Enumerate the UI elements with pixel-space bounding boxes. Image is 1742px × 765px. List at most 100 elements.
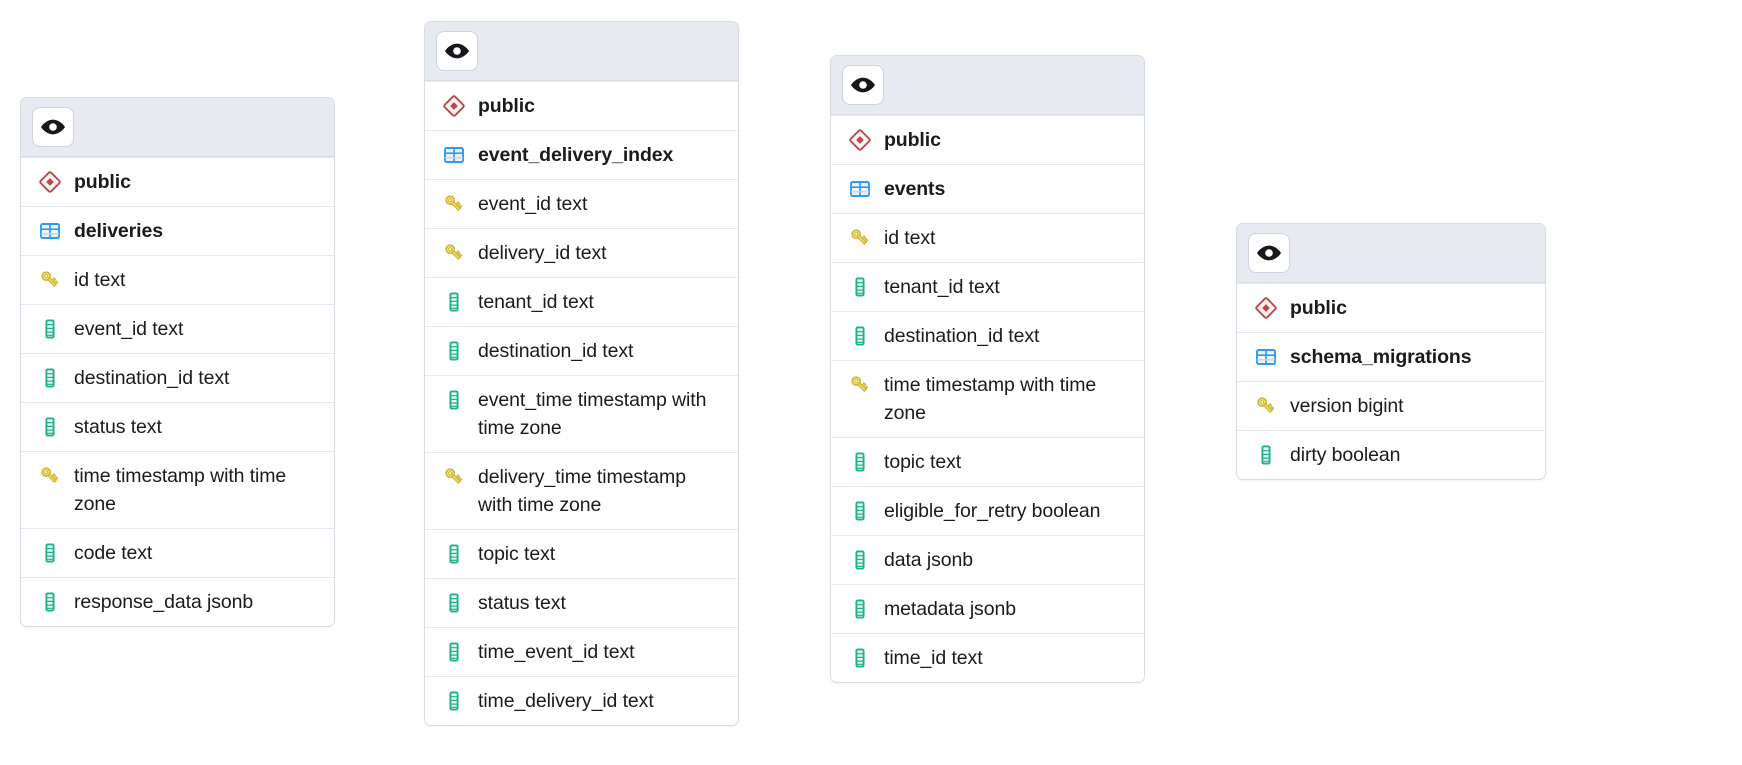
schema-row[interactable]: public — [1237, 283, 1545, 332]
column-row[interactable]: version bigint — [1237, 381, 1545, 430]
primary-key-icon — [847, 225, 873, 251]
column-row[interactable]: eligible_for_retry boolean — [831, 486, 1144, 535]
eye-icon — [850, 72, 876, 98]
visibility-toggle-button[interactable] — [32, 107, 74, 147]
column-row-label: destination_id text — [478, 340, 634, 362]
column-row[interactable]: tenant_id text — [425, 277, 738, 326]
column-row-label: topic text — [884, 451, 962, 473]
column-row-label: time_id text — [884, 647, 983, 669]
column-icon — [441, 688, 467, 714]
primary-key-icon — [37, 463, 63, 489]
table-node-event_delivery_index[interactable]: public event_delivery_index event_id text d… — [424, 21, 739, 726]
schema-diamond-icon — [441, 93, 467, 119]
column-icon — [441, 289, 467, 315]
column-icon — [37, 589, 63, 615]
schema-diamond-icon — [847, 127, 873, 153]
primary-key-icon — [441, 464, 467, 490]
column-row[interactable]: response_data jsonb — [21, 577, 334, 626]
column-row-label: dirty boolean — [1290, 444, 1401, 466]
column-row-label: id text — [74, 269, 126, 291]
primary-key-icon — [37, 267, 63, 293]
table-node-header — [425, 22, 738, 81]
table-name-row[interactable]: deliveries — [21, 206, 334, 255]
column-row[interactable]: metadata jsonb — [831, 584, 1144, 633]
column-row[interactable]: data jsonb — [831, 535, 1144, 584]
column-row-label: tenant_id text — [884, 276, 1000, 298]
visibility-toggle-button[interactable] — [436, 31, 478, 71]
column-icon — [847, 323, 873, 349]
table-grid-icon — [1253, 344, 1279, 370]
column-row[interactable]: id text — [21, 255, 334, 304]
column-icon — [441, 590, 467, 616]
table-name-row-label: deliveries — [74, 220, 163, 242]
column-icon — [847, 596, 873, 622]
column-row[interactable]: event_id text — [425, 179, 738, 228]
table-node-header — [21, 98, 334, 157]
column-row[interactable]: time_id text — [831, 633, 1144, 682]
column-icon — [847, 498, 873, 524]
column-row[interactable]: time_event_id text — [425, 627, 738, 676]
column-row-label: destination_id text — [884, 325, 1040, 347]
column-row-label: data jsonb — [884, 549, 973, 571]
schema-row-label: public — [884, 129, 941, 151]
eye-icon — [40, 114, 66, 140]
column-icon — [37, 414, 63, 440]
column-row[interactable]: topic text — [831, 437, 1144, 486]
column-row[interactable]: dirty boolean — [1237, 430, 1545, 479]
column-row[interactable]: time_delivery_id text — [425, 676, 738, 725]
column-row-label: version bigint — [1290, 395, 1404, 417]
column-row[interactable]: event_id text — [21, 304, 334, 353]
visibility-toggle-button[interactable] — [842, 65, 884, 105]
schema-row[interactable]: public — [21, 157, 334, 206]
column-row[interactable]: code text — [21, 528, 334, 577]
column-row-label: time_event_id text — [478, 641, 635, 663]
schema-row[interactable]: public — [425, 81, 738, 130]
table-node-header — [831, 56, 1144, 115]
table-node-header — [1237, 224, 1545, 283]
column-row-label: event_id text — [478, 193, 588, 215]
primary-key-icon — [847, 372, 873, 398]
column-row[interactable]: status text — [425, 578, 738, 627]
table-name-row-label: event_delivery_index — [478, 144, 674, 166]
column-icon — [847, 449, 873, 475]
column-row[interactable]: delivery_id text — [425, 228, 738, 277]
column-row[interactable]: status text — [21, 402, 334, 451]
column-icon — [847, 645, 873, 671]
table-node-events[interactable]: public events id text tenant_id text destina… — [830, 55, 1145, 683]
column-row[interactable]: id text — [831, 213, 1144, 262]
column-row-label: eligible_for_retry boolean — [884, 500, 1101, 522]
column-icon — [1253, 442, 1279, 468]
column-row[interactable]: time timestamp with time zone — [21, 451, 334, 528]
primary-key-icon — [441, 191, 467, 217]
schema-row-label: public — [1290, 297, 1347, 319]
table-name-row[interactable]: schema_migrations — [1237, 332, 1545, 381]
column-row[interactable]: destination_id text — [831, 311, 1144, 360]
column-icon — [441, 639, 467, 665]
schema-row[interactable]: public — [831, 115, 1144, 164]
column-row-label: time timestamp with time zone — [884, 374, 1097, 424]
column-row[interactable]: tenant_id text — [831, 262, 1144, 311]
column-row-label: event_time timestamp with time zone — [478, 389, 707, 439]
column-row[interactable]: delivery_time timestamp with time zone — [425, 452, 738, 529]
column-row[interactable]: topic text — [425, 529, 738, 578]
column-row-label: response_data jsonb — [74, 591, 254, 613]
visibility-toggle-button[interactable] — [1248, 233, 1290, 273]
table-name-row-label: events — [884, 178, 946, 200]
column-row[interactable]: destination_id text — [21, 353, 334, 402]
table-name-row[interactable]: events — [831, 164, 1144, 213]
column-row[interactable]: time timestamp with time zone — [831, 360, 1144, 437]
column-row-label: time timestamp with time zone — [74, 465, 287, 515]
column-row-label: delivery_time timestamp with time zone — [478, 466, 686, 516]
column-icon — [847, 547, 873, 573]
column-row-label: tenant_id text — [478, 291, 594, 313]
primary-key-icon — [441, 240, 467, 266]
table-name-row[interactable]: event_delivery_index — [425, 130, 738, 179]
column-row[interactable]: event_time timestamp with time zone — [425, 375, 738, 452]
column-row[interactable]: destination_id text — [425, 326, 738, 375]
column-row-label: metadata jsonb — [884, 598, 1016, 620]
table-grid-icon — [37, 218, 63, 244]
schema-diamond-icon — [37, 169, 63, 195]
